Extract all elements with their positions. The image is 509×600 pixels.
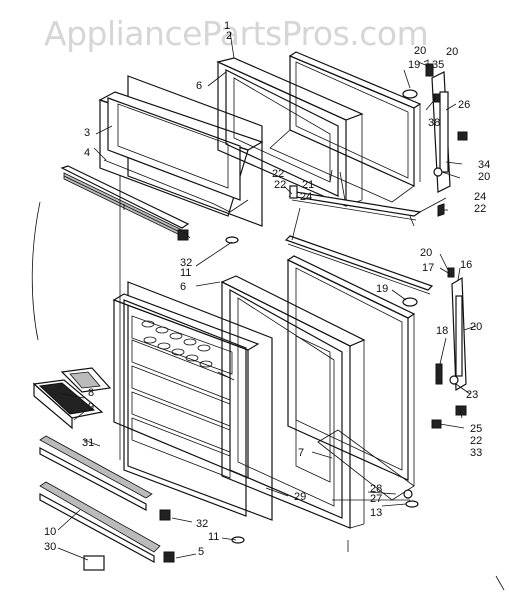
callout-13: 13	[370, 507, 382, 519]
callout-33: 33	[470, 447, 482, 459]
callout-22-b: 22	[474, 203, 486, 215]
shelf-clips	[83, 185, 298, 571]
freezer-door-liner	[98, 75, 264, 227]
callout-20-a: 20	[414, 45, 426, 57]
callout-18: 18	[436, 325, 448, 337]
callout-20-e: 20	[446, 46, 458, 58]
callout-27: 27	[370, 493, 382, 505]
callout-20-b: 20	[478, 171, 490, 183]
callout-26: 26	[458, 99, 470, 111]
fresh-food-door-gasket	[220, 275, 366, 529]
callout-34: 34	[478, 159, 490, 171]
callout-16: 16	[460, 259, 472, 271]
callout-17: 17	[422, 262, 434, 274]
watermark: AppliancePartsPros.com	[44, 14, 429, 53]
callout-5: 5	[198, 546, 204, 558]
callout-6-lower: 6	[180, 281, 186, 293]
center-trim-strip	[284, 235, 434, 295]
egg-tray	[141, 320, 213, 368]
callout-38: 38	[428, 117, 440, 129]
scan-marks	[31, 201, 505, 591]
callout-11-lower: 11	[208, 531, 219, 543]
lower-hinge-assembly	[402, 267, 467, 508]
callout-24-a: 24	[300, 191, 312, 203]
callout-4: 4	[84, 147, 90, 159]
callout-11-upper: 11	[180, 267, 191, 279]
fresh-food-door-panel	[286, 255, 416, 486]
callout-35: 35	[432, 59, 444, 71]
callout-6-upper: 6	[196, 80, 202, 92]
callout-20-d: 20	[470, 321, 482, 333]
callout-19-upper: 19	[408, 59, 420, 71]
callout-25: 25	[470, 423, 482, 435]
leader-lines	[57, 31, 477, 561]
callout-28: 28	[370, 483, 382, 495]
callout-24-b: 24	[474, 191, 486, 203]
shelf-bar-lower	[39, 481, 161, 564]
callout-22-a: 22	[272, 168, 284, 180]
callout-1: 1	[224, 20, 230, 32]
shelf-bar-upper	[39, 435, 153, 511]
fresh-food-door-liner	[112, 281, 273, 521]
fresh-food-door-outer	[317, 429, 415, 501]
callout-22-c: 22	[470, 435, 482, 447]
freezer-door-panel	[288, 51, 422, 187]
callout-10: 10	[44, 526, 56, 538]
upper-hinge-assembly	[402, 59, 468, 227]
butter-compartment	[32, 367, 112, 430]
callout-31: 31	[82, 437, 94, 449]
callout-29: 29	[294, 491, 306, 503]
callout-32-lower: 32	[196, 518, 208, 530]
callout-22-d: 22	[274, 179, 286, 191]
callout-labels: 1 2 3 4 5 6 6 7 8 9 10 11 11 13 16 17 18…	[44, 20, 490, 558]
freezer-door-shelf-bar	[60, 165, 190, 237]
callout-19-lower: 19	[376, 283, 388, 295]
callout-3: 3	[84, 127, 90, 139]
callout-9: 9	[88, 401, 94, 413]
callout-23: 23	[466, 389, 478, 401]
callout-2: 2	[226, 30, 232, 42]
callout-30: 30	[44, 541, 56, 553]
callout-7: 7	[298, 447, 304, 459]
callout-32-upper: 32	[180, 257, 192, 269]
callout-20-c: 20	[420, 247, 432, 259]
callout-21: 21	[302, 179, 314, 191]
callout-8: 8	[88, 387, 94, 399]
